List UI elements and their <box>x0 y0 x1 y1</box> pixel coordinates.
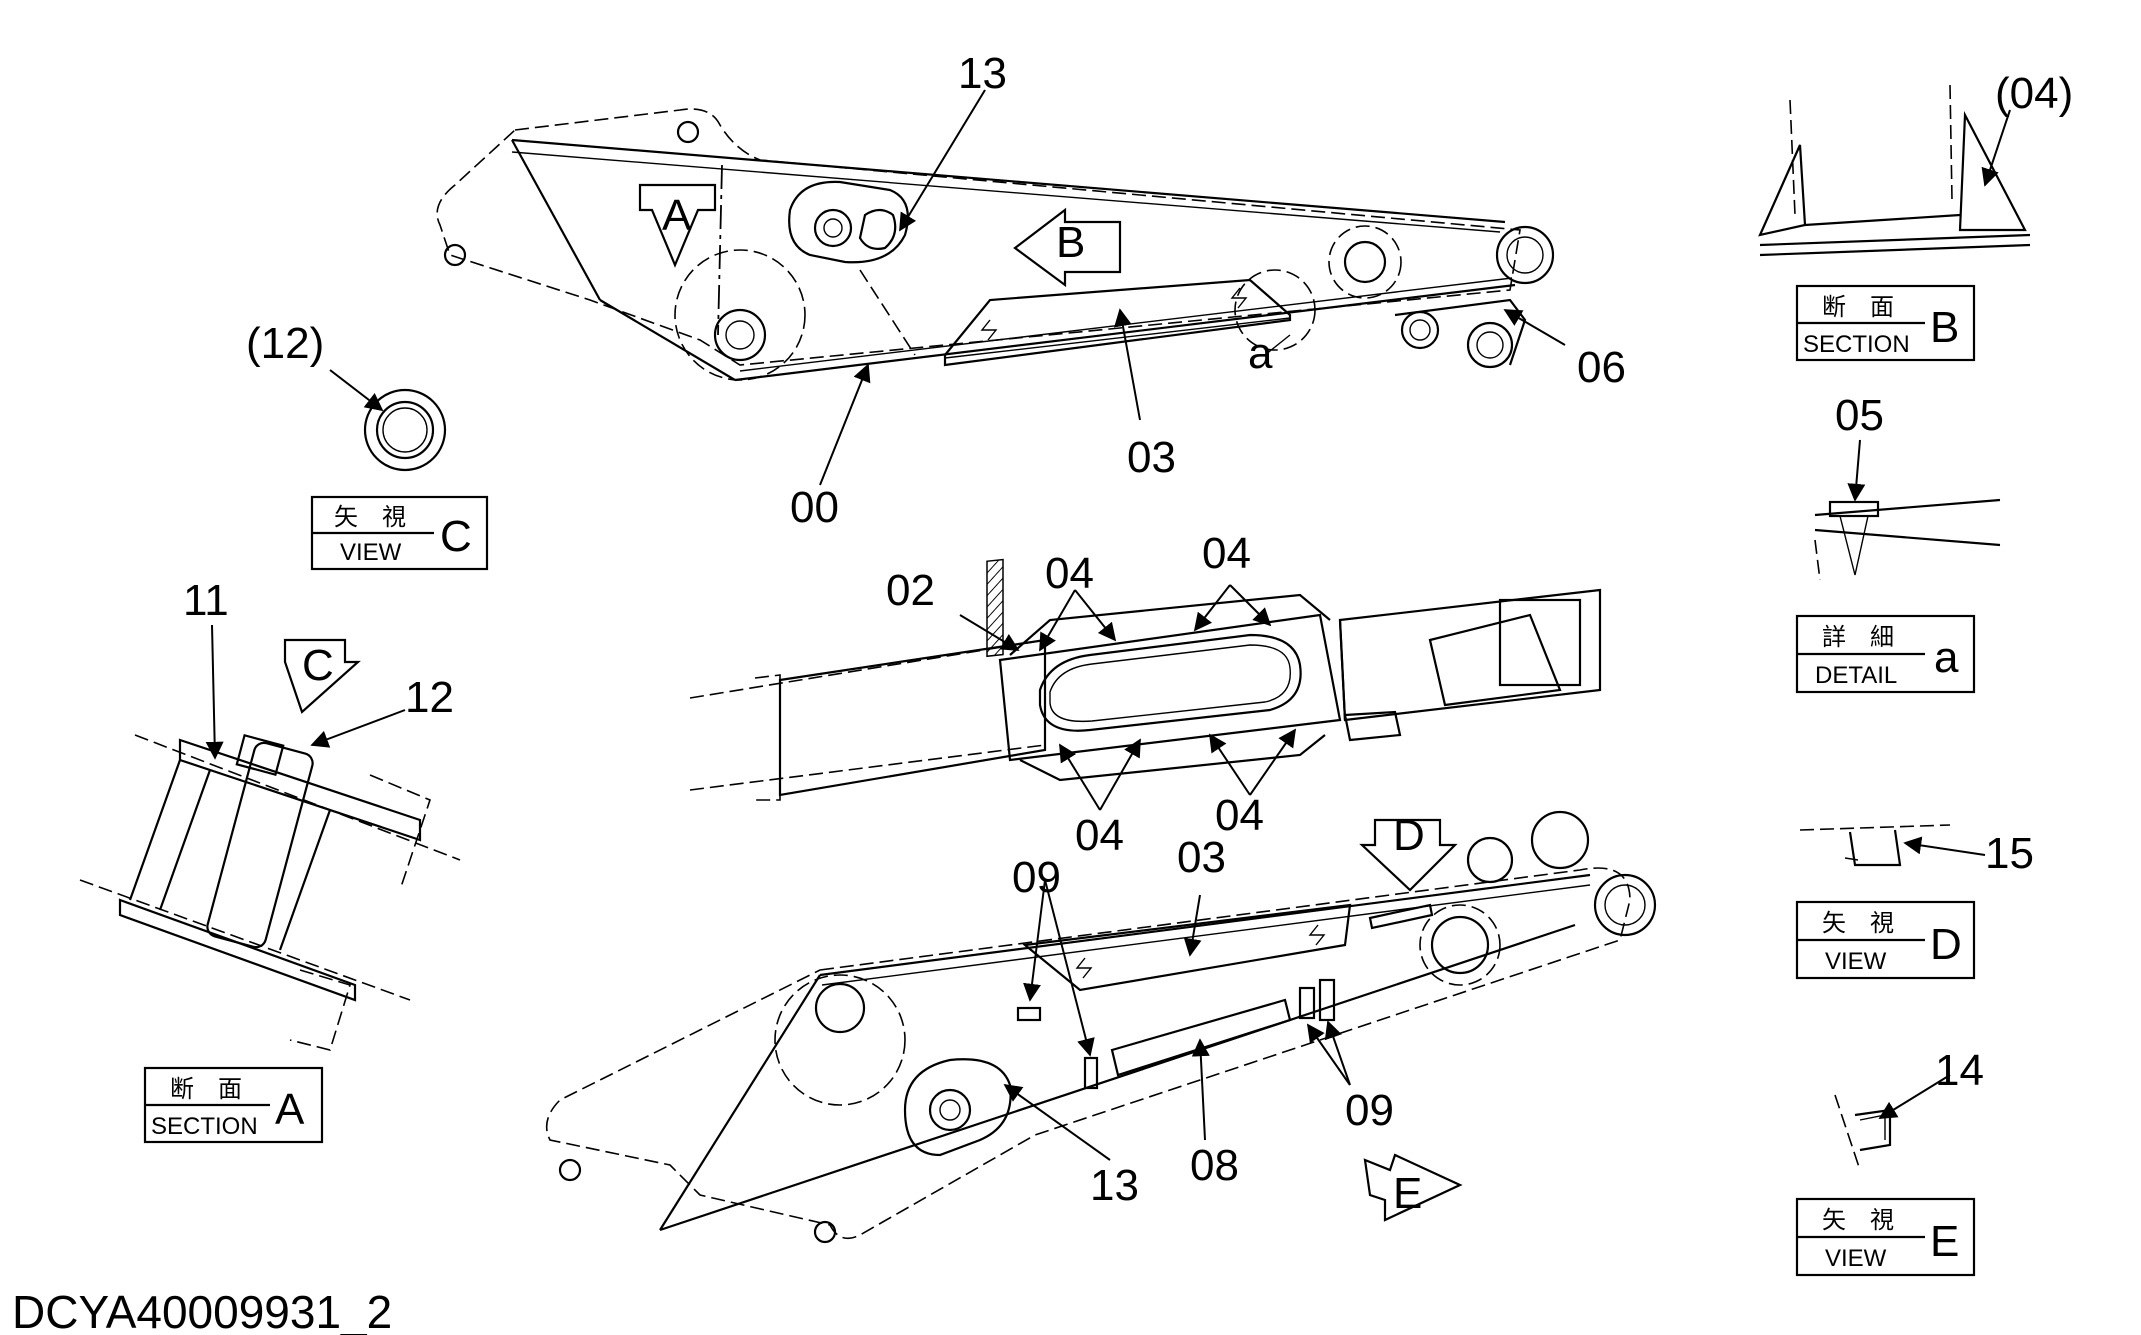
callout-14: 14 <box>1935 1046 1984 1095</box>
detail-a-en: DETAIL <box>1815 662 1897 689</box>
section-a-letter: A <box>275 1085 305 1134</box>
label-box-view-c: 矢 視 VIEW C <box>310 495 489 571</box>
label-box-section-a: 断 面 SECTION A <box>143 1066 324 1144</box>
arm-top-view-middle <box>689 558 1602 801</box>
arm-side-view-bottom <box>545 810 1657 1244</box>
view-d-letter: D <box>1930 920 1962 969</box>
view-e-en: VIEW <box>1825 1245 1887 1272</box>
drawing-code: DCYA40009931_2 <box>12 1286 392 1335</box>
callout-12: 12 <box>405 673 454 722</box>
view-arrow-a: A <box>638 183 717 268</box>
view-c-jp: 矢 視 <box>334 503 406 531</box>
arm-side-view-top <box>436 108 1555 382</box>
callout-13-bottom: 13 <box>1090 1161 1139 1210</box>
callout-00: 00 <box>790 483 839 532</box>
callout-08: 08 <box>1190 1141 1239 1190</box>
callout-12-paren: (12) <box>246 319 324 368</box>
label-box-detail-a: 詳 細 DETAIL a <box>1795 614 1976 694</box>
callout-04-top-left: 04 <box>1045 549 1094 598</box>
view-arrow-c-label: C <box>302 641 334 690</box>
section-b-en: SECTION <box>1803 331 1910 358</box>
section-b-letter: B <box>1930 303 1959 352</box>
view-d-en: VIEW <box>1825 948 1887 975</box>
view-arrow-d-label: D <box>1393 811 1425 860</box>
detail-14-drawing <box>1834 1094 1892 1171</box>
callout-05: 05 <box>1835 391 1884 440</box>
callout-06: 06 <box>1577 343 1626 392</box>
callout-03-bottom: 03 <box>1177 833 1226 882</box>
callout-04-paren: (04) <box>1995 69 2073 118</box>
section-b-jp: 断 面 <box>1822 293 1894 321</box>
callout-a: a <box>1248 329 1273 378</box>
view-arrow-b: B <box>1013 207 1122 288</box>
section-a-jp: 断 面 <box>170 1075 242 1103</box>
section-a-en: SECTION <box>151 1113 258 1140</box>
view-c-letter: C <box>440 512 472 561</box>
detail-a-jp: 詳 細 <box>1822 623 1894 651</box>
label-box-view-e: 矢 視 VIEW E <box>1795 1197 1976 1277</box>
callout-11: 11 <box>183 576 229 625</box>
view-c-en: VIEW <box>340 539 402 566</box>
view-arrow-e-label: E <box>1393 1169 1422 1218</box>
bushing-12-detail <box>329 369 447 472</box>
callout-15: 15 <box>1985 829 2034 878</box>
callout-04-top-right: 04 <box>1202 529 1251 578</box>
section-a-drawing <box>79 733 461 1051</box>
label-box-section-b: 断 面 SECTION B <box>1795 284 1976 362</box>
view-arrow-a-label: A <box>662 191 692 240</box>
view-e-letter: E <box>1930 1217 1959 1266</box>
view-arrow-d: D <box>1359 811 1458 892</box>
callout-09-left: 09 <box>1012 853 1061 902</box>
view-d-jp: 矢 視 <box>1822 909 1894 937</box>
detail-a-drawing <box>1814 498 2001 581</box>
callout-04-bottom-left: 04 <box>1075 811 1124 860</box>
view-arrow-b-label: B <box>1056 218 1085 267</box>
detail-15-drawing <box>1799 824 1951 867</box>
view-e-jp: 矢 視 <box>1822 1206 1894 1234</box>
callout-13-top: 13 <box>958 49 1007 98</box>
view-arrow-e: E <box>1363 1153 1463 1222</box>
label-box-view-d: 矢 視 VIEW D <box>1795 900 1976 980</box>
callout-04-bottom-right: 04 <box>1215 791 1264 840</box>
callout-03-top: 03 <box>1127 433 1176 482</box>
callout-02: 02 <box>886 566 935 615</box>
view-arrow-c: C <box>283 638 361 714</box>
callout-09-right: 09 <box>1345 1086 1394 1135</box>
detail-a-letter: a <box>1934 633 1959 682</box>
